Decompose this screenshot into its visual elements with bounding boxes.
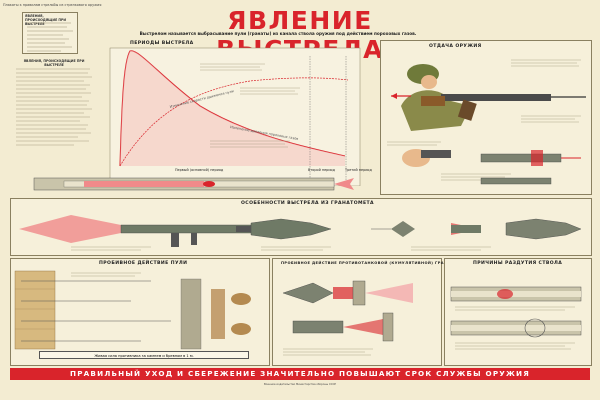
penetration-title: ПРОБИВНОЕ ДЕЙСТВИЕ ПУЛИ bbox=[99, 261, 188, 266]
grenade-illustration bbox=[19, 215, 582, 251]
periods-panel: ПЕРИОДЫ ВЫСТРЕЛА Изменение скорости движ… bbox=[90, 36, 370, 186]
barrel-title: ПРИЧИНЫ РАЗДУТИЯ СТВОЛА bbox=[473, 261, 563, 266]
soldier-illustration bbox=[387, 59, 586, 185]
left-text-title: ЯВЛЕНИЯ, ПРОИСХОДЯЩИЕ ПРИ ВЫСТРЕЛЕ bbox=[23, 59, 85, 67]
recoil-title: ОТДАЧА ОРУЖИЯ bbox=[429, 44, 482, 49]
footer-imprint: Военное издательство Министерства оборон… bbox=[264, 383, 336, 386]
period-2-label: Второй период bbox=[308, 168, 335, 172]
period-3-label: Третий период bbox=[345, 168, 372, 172]
periods-chart: Изменение скорости движения пули Изменен… bbox=[109, 47, 361, 186]
footer-slogan: ПРАВИЛЬНЫЙ УХОД И СБЕРЕЖЕНИЕ ЗНАЧИТЕЛЬНО… bbox=[10, 368, 590, 380]
antitank-title: ПРОБИВНОЕ ДЕЙСТВИЕ ПРОТИВОТАНКОВОЙ (КУМУ… bbox=[281, 261, 458, 265]
left-text-lines bbox=[16, 68, 92, 146]
header-note: Плакаты к правилам стрельбы из стрелково… bbox=[3, 3, 102, 7]
recoil-panel: ОТДАЧА ОРУЖИЯ bbox=[380, 40, 592, 195]
barrel-illustration bbox=[450, 286, 582, 350]
grenade-panel: ОСОБЕННОСТИ ВЫСТРЕЛА ИЗ ГРАНАТОМЕТА bbox=[10, 198, 592, 256]
antitank-illustration bbox=[282, 280, 413, 356]
left-text-block: ЯВЛЕНИЯ, ПРОИСХОДЯЩИЕ ПРИ ВЫСТРЕЛЕ bbox=[14, 59, 94, 150]
grenade-title: ОСОБЕННОСТИ ВЫСТРЕЛА ИЗ ГРАНАТОМЕТА bbox=[241, 201, 374, 206]
left-list-title: ЯВЛЕНИЯ, ПРОИСХОДЯЩИЕ ПРИ ВЫСТРЕЛЕ bbox=[25, 14, 67, 26]
penetration-illustration bbox=[14, 270, 251, 350]
penetration-panel: ПРОБИВНОЕ ДЕЙСТВИЕ ПУЛИ Живая сила проти… bbox=[10, 258, 270, 366]
left-list-lines bbox=[27, 22, 73, 52]
page-subtitle: Выстрелом называется выбрасывание пули (… bbox=[139, 31, 417, 36]
periods-title: ПЕРИОДЫ ВЫСТРЕЛА bbox=[130, 41, 194, 46]
barrel-section-diagram bbox=[33, 177, 354, 191]
antitank-panel: ПРОБИВНОЕ ДЕЙСТВИЕ ПРОТИВОТАНКОВОЙ (КУМУ… bbox=[272, 258, 457, 366]
period-1-label: Первый (основной) период bbox=[175, 168, 224, 172]
left-list-panel: ЯВЛЕНИЯ, ПРОИСХОДЯЩИЕ ПРИ ВЫСТРЕЛЕ bbox=[22, 12, 78, 54]
speed-note-box: Живая сила противника за камнем и бревно… bbox=[39, 351, 249, 359]
barrel-panel: ПРИЧИНЫ РАЗДУТИЯ СТВОЛА bbox=[444, 258, 592, 366]
